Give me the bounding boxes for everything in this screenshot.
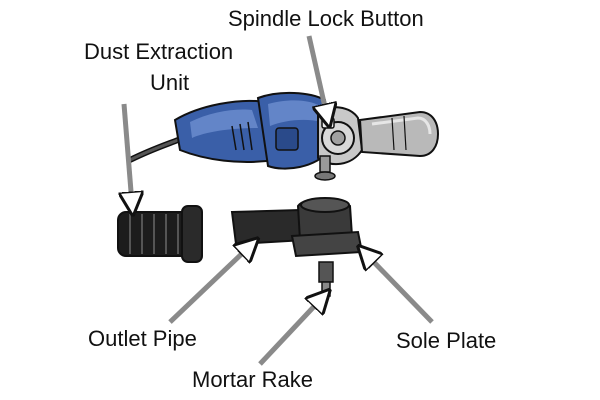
angle-grinder-icon [127, 91, 440, 181]
mortar-rake-bit-icon [318, 261, 334, 297]
dust-hose-icon [117, 205, 203, 263]
label-sole-plate: Sole Plate [396, 328, 497, 353]
label-outlet-pipe: Outlet Pipe [88, 326, 197, 351]
pointer-arrows [124, 35, 434, 366]
arrow-spindle-lock [306, 35, 327, 116]
arrow-mortar-rake [258, 298, 322, 366]
label-mortar-rake: Mortar Rake [192, 367, 314, 392]
label-spindle-lock-button: Spindle Lock Button [228, 6, 424, 31]
arrow-sole-plate [366, 254, 434, 324]
label-dust-extraction-unit-line2: Unit [150, 70, 190, 95]
label-dust-extraction-unit-line1: Dust Extraction [84, 39, 234, 64]
arrow-dust-extraction [124, 103, 132, 204]
arrow-outlet-pipe [168, 246, 250, 324]
dust-shroud-icon [230, 197, 364, 258]
